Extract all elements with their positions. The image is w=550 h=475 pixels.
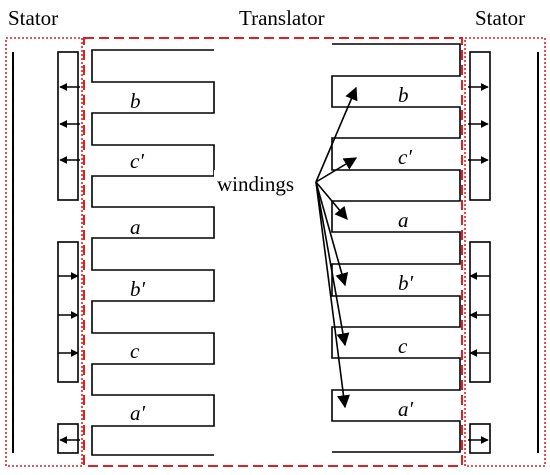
translator-box xyxy=(83,37,463,467)
stator-right-box xyxy=(464,37,546,467)
stator-left-box xyxy=(5,37,83,467)
slot-label-left-1: b xyxy=(130,89,141,113)
slot-label-right-6: a′ xyxy=(398,397,414,421)
stator-right-label: Stator xyxy=(475,6,525,30)
translator-label: Translator xyxy=(239,6,325,30)
left-stator-arrows xyxy=(58,83,80,444)
leader-arrow-6 xyxy=(315,181,350,409)
right-slot-labels: b c′ a b′ c a′ xyxy=(398,83,414,421)
stator-left-label: Stator xyxy=(8,6,58,30)
left-magnet-upper xyxy=(57,51,79,201)
slot-label-left-2: c′ xyxy=(130,149,144,173)
right-magnet-upper xyxy=(469,51,491,201)
slot-label-left-3: a xyxy=(130,215,141,239)
right-magnet-lower xyxy=(469,241,491,383)
left-magnet-lower xyxy=(57,241,79,383)
translator-left-core xyxy=(91,49,215,456)
leader-arrow-5 xyxy=(315,181,350,347)
slot-label-left-6: a′ xyxy=(130,401,146,425)
windings-label: windings xyxy=(217,172,294,196)
slot-label-right-3: a xyxy=(398,208,409,232)
leader-arrow-2 xyxy=(315,157,358,183)
slot-label-left-5: c xyxy=(130,339,140,363)
leader-arrow-1 xyxy=(315,86,358,183)
windings-leaders xyxy=(315,86,358,409)
left-magnet-bottom xyxy=(57,423,79,454)
slot-label-right-2: c′ xyxy=(398,145,412,169)
slot-label-right-5: c xyxy=(398,334,408,358)
leader-arrow-3 xyxy=(315,181,348,220)
slot-label-right-4: b′ xyxy=(398,271,414,295)
left-slot-labels: b c′ a b′ c a′ xyxy=(130,89,146,425)
slot-label-left-4: b′ xyxy=(130,277,146,301)
windings-label-bg xyxy=(214,170,314,196)
translator-right-core xyxy=(331,43,461,453)
right-magnet-bottom xyxy=(469,423,491,454)
leader-arrow-4 xyxy=(315,181,349,287)
slot-label-right-1: b xyxy=(398,83,409,107)
right-stator-arrows xyxy=(468,83,490,444)
